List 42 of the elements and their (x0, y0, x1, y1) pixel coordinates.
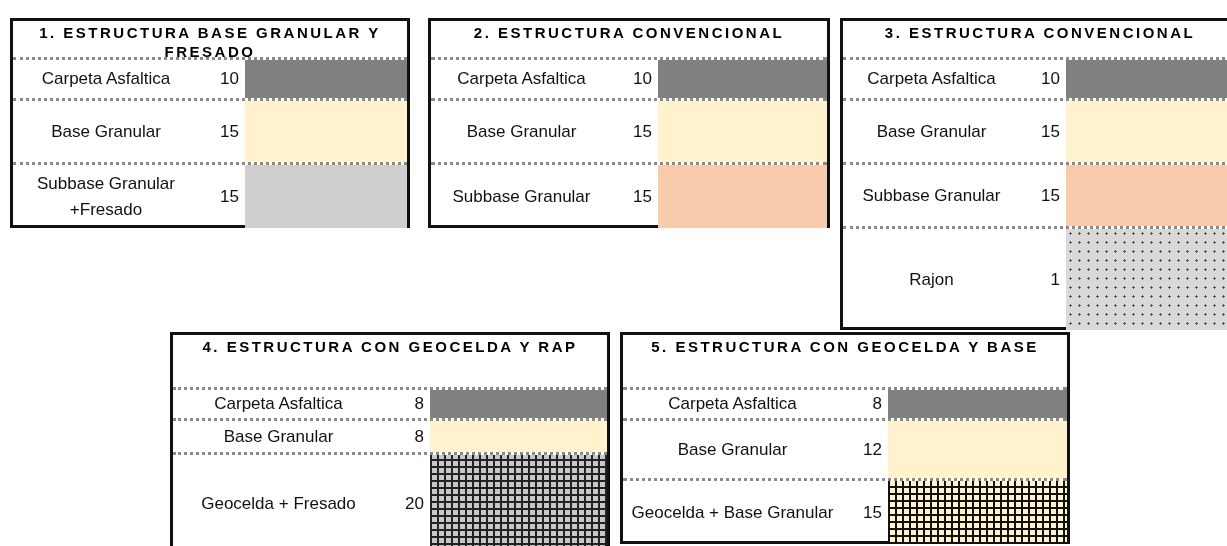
layer-thickness: 15 (863, 502, 882, 523)
layer-thickness: 20 (405, 493, 424, 514)
panel-title: 3. ESTRUCTURA CONVENCIONAL (883, 23, 1197, 43)
panel-title: 2. ESTRUCTURA CONVENCIONAL (472, 23, 786, 43)
layer-thickness: 15 (220, 186, 239, 207)
panel-title: 4. ESTRUCTURA CON GEOCELDA Y RAP (201, 337, 579, 357)
layer-thickness: 15 (633, 186, 652, 207)
layer-thickness: 15 (1041, 185, 1060, 206)
layer-name: Carpeta Asfaltica (213, 393, 344, 415)
layer-name: Geocelda + Base Granular (630, 501, 835, 524)
layer-name: Carpeta Asfaltica (40, 68, 172, 90)
layer-thickness: 15 (1041, 121, 1060, 142)
structure-panel (10, 18, 410, 228)
layer-name: Base Granular (50, 120, 162, 143)
structure-panel (620, 332, 1070, 544)
layer-name: Geocelda + Fresado (200, 492, 357, 515)
layer-name: Subbase Granular +Fresado (36, 172, 176, 221)
layer-thickness: 10 (1041, 69, 1060, 89)
layer-thickness: 8 (414, 394, 424, 414)
structure-panel (170, 332, 610, 546)
layer-thickness: 15 (220, 121, 239, 142)
panel-title: 5. ESTRUCTURA CON GEOCELDA Y BASE (650, 337, 1040, 357)
layer-name: Base Granular (222, 425, 335, 448)
layer-thickness: 1 (1050, 269, 1060, 290)
layer-thickness: 10 (220, 69, 239, 89)
layer-thickness: 8 (414, 426, 424, 447)
layer-name: Subbase Granular (451, 185, 592, 208)
structure-panel (428, 18, 830, 228)
layer-thickness: 10 (633, 69, 652, 89)
layer-name: Carpeta Asfaltica (456, 68, 587, 90)
structure-panel (840, 18, 1227, 330)
layer-name: Carpeta Asfaltica (667, 393, 798, 415)
layer-name: Base Granular (676, 438, 789, 461)
layer-thickness: 8 (872, 394, 882, 414)
layer-name: Base Granular (465, 120, 578, 143)
layer-name: Carpeta Asfaltica (866, 68, 997, 90)
layer-name: Base Granular (875, 120, 988, 143)
layer-name: Rajon (908, 268, 955, 291)
layer-thickness: 15 (633, 121, 652, 142)
panel-title: 1. ESTRUCTURA BASE GRANULAR Y FRESADO (38, 23, 382, 60)
layer-thickness: 12 (863, 439, 882, 460)
layer-name: Subbase Granular (861, 184, 1002, 207)
